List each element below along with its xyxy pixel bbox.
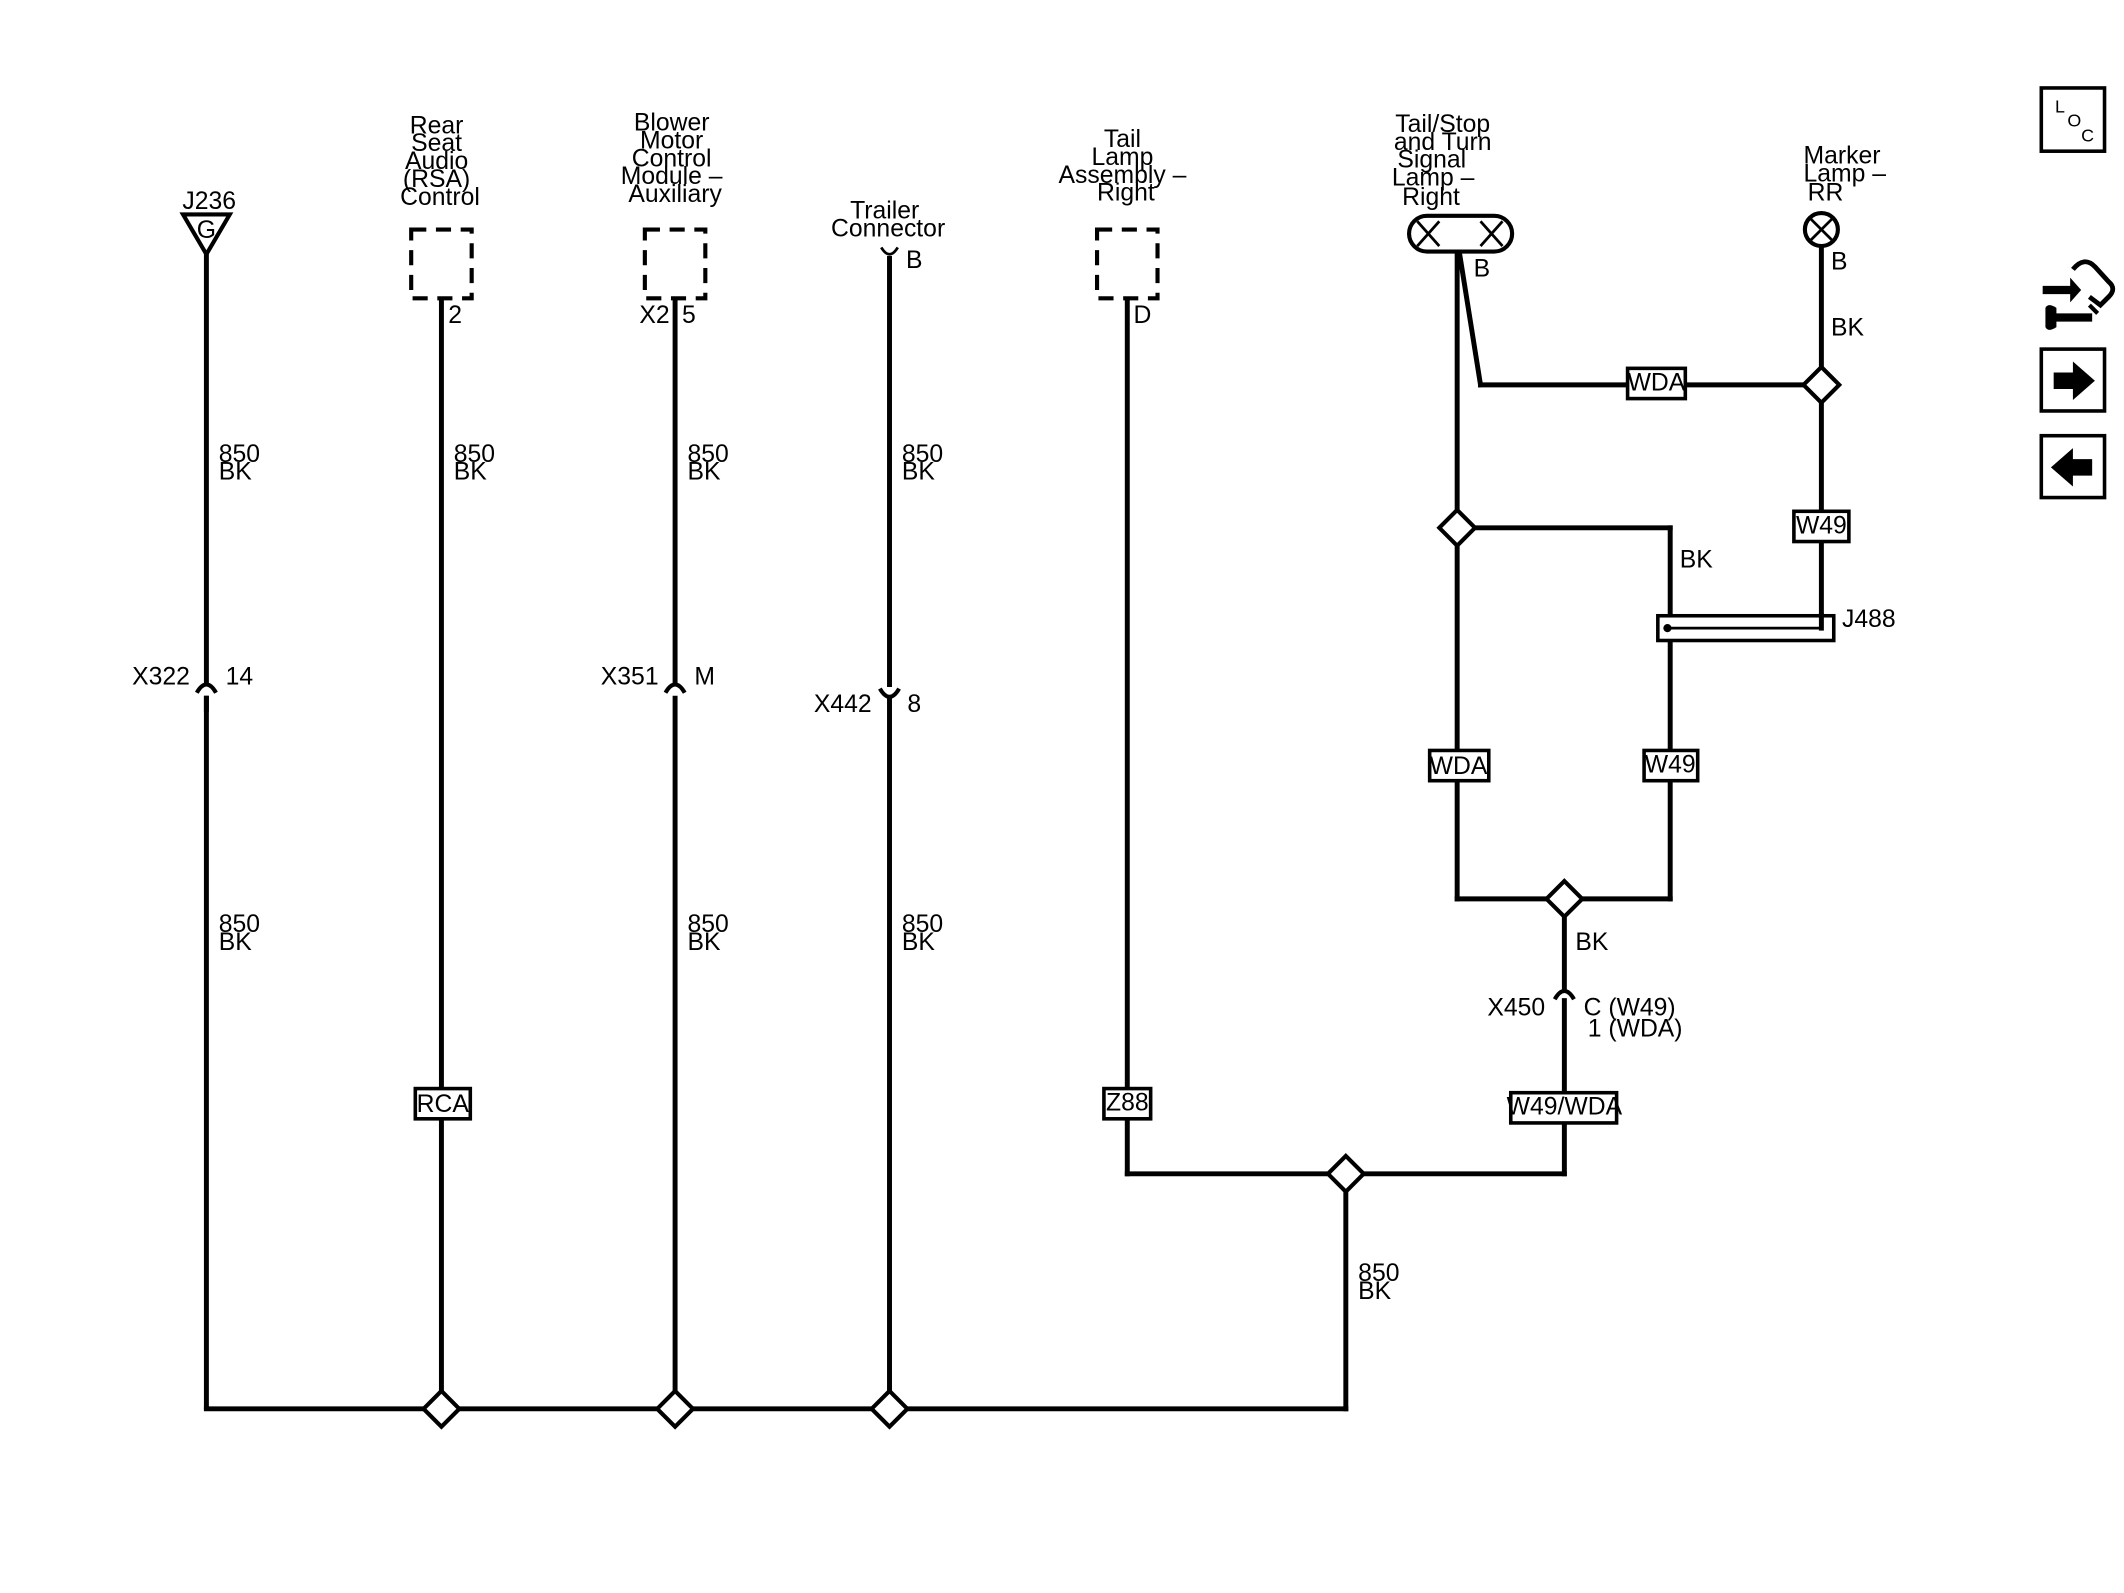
- connector-x351: X351 M: [601, 663, 715, 694]
- option-w49-wda: W49/WDA: [1507, 1094, 1623, 1121]
- blower-connector: X2: [639, 302, 669, 329]
- rsa-module-box: [409, 227, 474, 301]
- rsa-control: Rear Seat Audio (RSA) Control 2: [400, 112, 480, 329]
- x322-label: X322: [132, 663, 190, 690]
- wire-circuit: 850: [454, 441, 495, 468]
- arrow-left-icon: [2050, 448, 2093, 487]
- splice-rsa: [420, 1388, 463, 1430]
- option-z88-box: [1102, 1086, 1153, 1121]
- wires: [203, 244, 1824, 1412]
- splice-loop-bottom: [1543, 878, 1586, 920]
- tail-stop-label: Tail/Stop and Turn Signal Lamp – Right: [1392, 111, 1499, 211]
- wire-circuit: 850: [902, 911, 943, 938]
- blower-pin: 5: [682, 302, 696, 329]
- trailer-connector: Trailer Connector B: [831, 198, 945, 274]
- wire-circuit: 850: [687, 911, 728, 938]
- splice-blower: [654, 1388, 696, 1430]
- wire-labels: 850 BK 850 BK 850 BK 850 BK 850 BK 850 B…: [219, 314, 1865, 1304]
- wire-color: BK: [902, 929, 935, 956]
- location-button[interactable]: L O C: [2039, 86, 2107, 153]
- rsa-label: Rear Seat Audio (RSA) Control: [400, 112, 480, 210]
- option-wda: WDA: [1628, 369, 1686, 396]
- tail-lamp-pin: D: [1133, 302, 1151, 329]
- option-wda-box: [1625, 366, 1688, 401]
- wire-color: BK: [1575, 929, 1608, 956]
- wire-circuit: 850: [219, 911, 260, 938]
- blower-module-box: [642, 227, 708, 301]
- arrow-left-button[interactable]: [2039, 433, 2107, 500]
- tail-lamp-assembly: Tail Lamp Assembly – Right D: [1059, 126, 1194, 329]
- option-w49: W49: [1645, 751, 1696, 778]
- wire-circuit: 850: [219, 441, 260, 468]
- connector-x442: X442 8: [814, 687, 921, 718]
- option-z88: Z88: [1106, 1090, 1149, 1117]
- wire-color: BK: [454, 459, 487, 486]
- tail-stop-lamp: Tail/Stop and Turn Signal Lamp – Right B: [1392, 111, 1515, 282]
- blower-label: Blower Motor Control Module – Auxiliary: [621, 110, 730, 208]
- loc-o: O: [2067, 110, 2081, 130]
- connector-x322: X322 14: [132, 663, 254, 712]
- tail-lamp-label: Tail Lamp Assembly – Right: [1059, 126, 1194, 207]
- connector-x450: X450 C (W49) 1 (WDA): [1487, 988, 1683, 1042]
- loc-l: L: [2055, 97, 2065, 117]
- tail-stop-pin: B: [1474, 255, 1491, 282]
- trailer-label: Trailer Connector: [831, 198, 945, 243]
- x351-label: X351: [601, 663, 659, 690]
- splice-loop-top: [1436, 507, 1478, 549]
- trailer-pin: B: [906, 247, 923, 274]
- option-w49: W49: [1796, 512, 1847, 539]
- marker-label: Marker Lamp – RR: [1804, 143, 1893, 207]
- wire-circuit: 850: [1358, 1260, 1399, 1287]
- x450-pin-c: C (W49): [1584, 995, 1676, 1022]
- blower-module: Blower Motor Control Module – Auxiliary …: [621, 110, 730, 329]
- option-w49-box: [1792, 509, 1851, 544]
- wire-color: BK: [902, 459, 935, 486]
- arrow-right-button[interactable]: [2039, 347, 2107, 413]
- splice-main: [1325, 1153, 1367, 1195]
- rsa-pin: 2: [448, 302, 462, 329]
- connector-wrench-icon[interactable]: [2042, 259, 2116, 330]
- splice-marker: [1800, 364, 1843, 406]
- option-w49-box: [1642, 748, 1700, 783]
- marker-lamp: Marker Lamp – RR B: [1802, 143, 1893, 275]
- splices: [420, 364, 1843, 1430]
- option-w49-wda-box: [1508, 1090, 1619, 1125]
- wire-color: BK: [1358, 1278, 1391, 1305]
- j488-label: J488: [1842, 606, 1896, 633]
- splice-trailer: [868, 1388, 911, 1430]
- j488: J488: [1656, 606, 1896, 643]
- x351-pin: M: [694, 663, 715, 690]
- marker-pin: B: [1831, 248, 1848, 275]
- wire-color: BK: [219, 929, 252, 956]
- wire-color: BK: [1831, 314, 1864, 341]
- option-boxes: RCA Z88 W49/WDA WDA W49 W49 WDA: [413, 366, 1851, 1125]
- wire-color: BK: [1680, 547, 1713, 574]
- arrow-right-icon: [2053, 361, 2095, 400]
- loc-c: C: [2081, 126, 2094, 146]
- x442-label: X442: [814, 691, 872, 718]
- x322-pin: 14: [226, 663, 254, 690]
- option-rca-box: [413, 1086, 473, 1121]
- wire-circuit: 850: [687, 441, 728, 468]
- j236-symbol: G: [197, 217, 216, 244]
- option-rca: RCA: [417, 1091, 470, 1118]
- option-wda: WDA: [1430, 753, 1488, 780]
- wire-color: BK: [219, 459, 252, 486]
- sidebar: L O C: [2039, 86, 2116, 500]
- j236-ground: G J236: [179, 188, 236, 259]
- j236-label: J236: [182, 188, 236, 215]
- wire-color: BK: [687, 459, 720, 486]
- x450-label: X450: [1487, 995, 1545, 1022]
- tail-lamp-box: [1094, 227, 1160, 301]
- x442-pin: 8: [907, 691, 921, 718]
- x450-pin-1: 1 (WDA): [1588, 1015, 1683, 1042]
- wire-circuit: 850: [902, 441, 943, 468]
- tail-stop-lamp-body: [1406, 213, 1515, 254]
- option-wda-box: [1427, 748, 1491, 783]
- wire-color: BK: [687, 929, 720, 956]
